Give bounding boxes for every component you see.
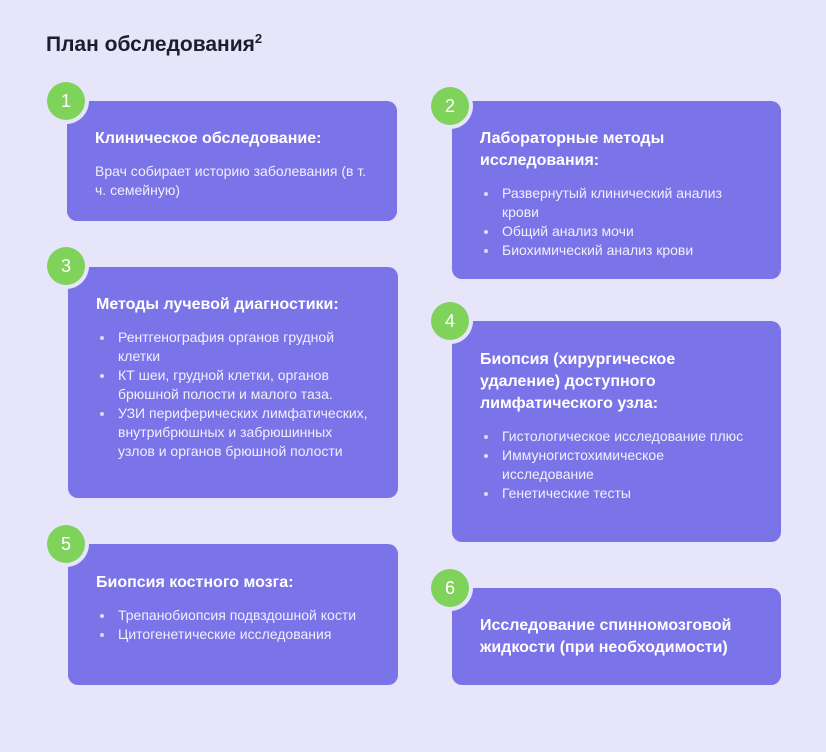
list-item: Трепанобиопсия подвздошной кости bbox=[96, 606, 372, 625]
step-title: Лабораторные методы исследования: bbox=[480, 130, 665, 169]
page-title: План обследования2 bbox=[46, 31, 263, 57]
list-item: Цитогенетические исследования bbox=[96, 625, 372, 644]
step-number-badge-4: 4 bbox=[431, 302, 469, 340]
step-number-badge-3: 3 bbox=[47, 247, 85, 285]
page-title-text: План обследования bbox=[46, 33, 255, 56]
step-list: Развернутый клинический анализ крови Общ… bbox=[480, 184, 755, 260]
list-item: Развернутый клинический анализ крови bbox=[480, 184, 755, 222]
step-title: Исследование спинномозговой жидкости (пр… bbox=[480, 617, 732, 656]
step-number-badge-6: 6 bbox=[431, 569, 469, 607]
step-title: Биопсия костного мозга: bbox=[96, 574, 294, 591]
step-description: Врач собирает историю заболевания (в т. … bbox=[95, 163, 367, 198]
list-item: Генетические тесты bbox=[480, 484, 755, 503]
step-number-badge-2: 2 bbox=[431, 87, 469, 125]
step-card-2: Лабораторные методы исследования: Развер… bbox=[452, 101, 781, 279]
step-number-badge-1: 1 bbox=[47, 82, 85, 120]
step-card-4: Биопсия (хирургическое удаление) доступн… bbox=[452, 321, 781, 542]
step-list: Гистологическое исследование плюс Иммуно… bbox=[480, 427, 755, 503]
step-card-5: Биопсия костного мозга: Трепанобиопсия п… bbox=[68, 544, 398, 685]
step-list: Рентгенография органов грудной клетки КТ… bbox=[96, 328, 372, 461]
list-item: Общий анализ мочи bbox=[480, 222, 755, 241]
list-item: Иммуногистохимическое исследование bbox=[480, 446, 755, 484]
step-card-6: Исследование спинномозговой жидкости (пр… bbox=[452, 588, 781, 685]
list-item: Биохимический анализ крови bbox=[480, 241, 755, 260]
list-item: Гистологическое исследование плюс bbox=[480, 427, 755, 446]
step-title: Биопсия (хирургическое удаление) доступн… bbox=[480, 351, 676, 412]
step-list: Трепанобиопсия подвздошной кости Цитоген… bbox=[96, 606, 372, 644]
list-item: КТ шеи, грудной клетки, органов брюшной … bbox=[96, 366, 372, 404]
step-card-1: Клиническое обследование: Врач собирает … bbox=[67, 101, 397, 221]
step-title: Методы лучевой диагностики: bbox=[96, 296, 339, 313]
list-item: Рентгенография органов грудной клетки bbox=[96, 328, 372, 366]
step-card-3: Методы лучевой диагностики: Рентгенограф… bbox=[68, 267, 398, 498]
footnote-marker: 2 bbox=[254, 31, 263, 46]
step-number-badge-5: 5 bbox=[47, 525, 85, 563]
list-item: УЗИ периферических лимфатических, внутри… bbox=[96, 404, 372, 461]
step-title: Клиническое обследование: bbox=[95, 130, 322, 147]
